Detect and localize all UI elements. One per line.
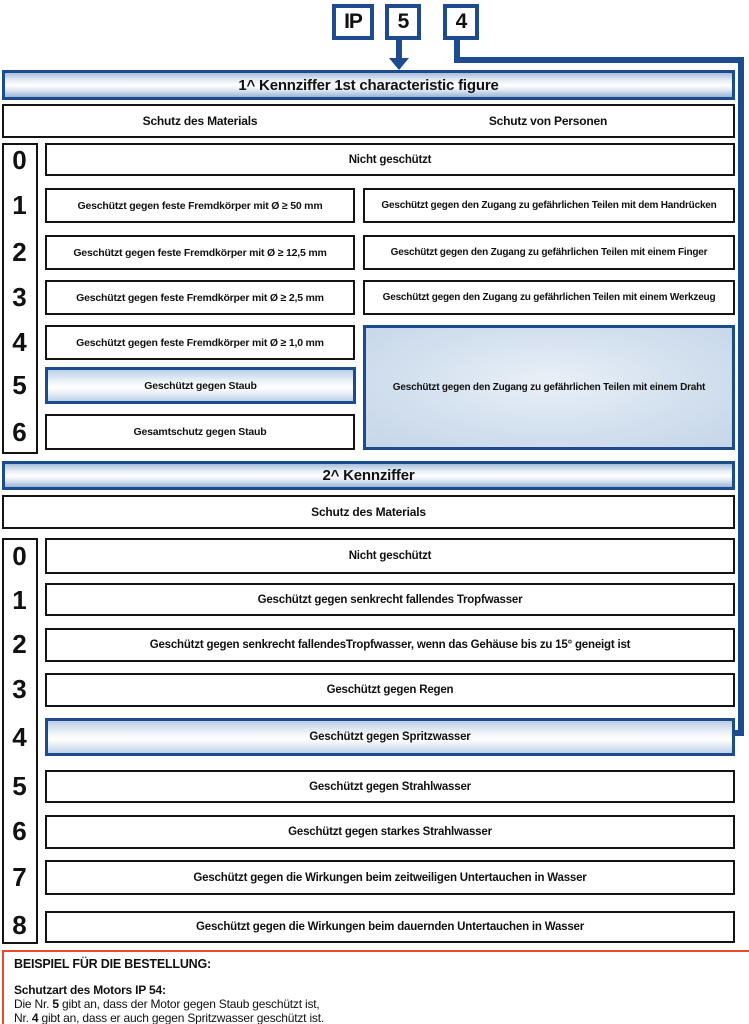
table1-merged-person-text: Geschützt gegen den Zugang zu gefährlich…	[392, 382, 706, 393]
ip-second-digit-label: 4	[455, 10, 468, 33]
table2-row4-cell-highlighted: Geschützt gegen Spritzwasser	[45, 718, 735, 756]
table2-row3-cell: Geschützt gegen Regen	[45, 673, 735, 707]
table2-row6-text: Geschützt gegen starkes Strahlwasser	[288, 826, 492, 838]
table2-digit-2: 2	[12, 629, 26, 659]
table2-row2-cell: Geschützt gegen senkrecht fallendesTropf…	[45, 628, 735, 662]
table2-title: 2^ Kennziffer	[322, 467, 415, 484]
table2-digit-8: 8	[12, 910, 26, 940]
table1-digit-6: 6	[12, 417, 26, 447]
table2-row7-cell: Geschützt gegen die Wirkungen beim zeitw…	[45, 860, 735, 895]
example-subheading: Schutzart des Motors IP 54:	[14, 983, 166, 997]
table1-header: 1^ Kennziffer 1st characteristic figure	[2, 70, 735, 100]
connector-digit4-stem	[454, 40, 460, 63]
table1-title: 1^ Kennziffer 1st characteristic figure	[238, 76, 499, 94]
connector-digit4-horizontal	[454, 57, 744, 63]
table1-digit-5: 5	[12, 370, 26, 400]
ordering-example-box: BEISPIEL FÜR DIE BESTELLUNG: Schutzart d…	[2, 950, 749, 1024]
table2-row8-cell: Geschützt gegen die Wirkungen beim dauer…	[45, 911, 735, 943]
table1-row2-person-cell: Geschützt gegen den Zugang zu gefährlich…	[363, 235, 735, 270]
table2-row1-text: Geschützt gegen senkrecht fallendes Trop…	[257, 593, 523, 606]
table1-digit-1: 1	[12, 190, 26, 220]
table1-row3-material-cell: Geschützt gegen feste Fremdkörper mit Ø …	[45, 280, 355, 315]
table2-digit-1: 1	[12, 585, 26, 615]
table1-row5-material-cell-highlighted: Geschützt gegen Staub	[45, 367, 356, 404]
ip-prefix-label: IP	[344, 10, 363, 33]
example-line2: Nr. 4 gibt an, dass er auch gegen Spritz…	[14, 1011, 324, 1024]
table1-row4-material-text: Geschützt gegen feste Fremdkörper mit Ø …	[76, 336, 324, 349]
table1-row2-person-text: Geschützt gegen den Zugang zu gefährlich…	[390, 247, 708, 258]
table1-row1-material-text: Geschützt gegen feste Fremdkörper mit Ø …	[77, 199, 323, 212]
table1-row2-material-cell: Geschützt gegen feste Fremdkörper mit Ø …	[45, 235, 355, 270]
table2-row8-text: Geschützt gegen die Wirkungen beim dauer…	[196, 921, 584, 933]
table1-row5-material-text: Geschützt gegen Staub	[144, 379, 257, 392]
table2-column-header: Schutz des Materials	[2, 495, 735, 529]
table2-row0-text: Nicht geschützt	[348, 550, 432, 562]
example-line1: Die Nr. 5 gibt an, dass der Motor gegen …	[14, 997, 320, 1011]
table2-row5-text: Geschützt gegen Strahlwasser	[309, 780, 471, 793]
table2-digit-0: 0	[12, 541, 26, 571]
table2-row7-text: Geschützt gegen die Wirkungen beim zeitw…	[193, 871, 587, 884]
table1-col-left-label: Schutz des Materials	[142, 114, 258, 128]
table1-row0-cell: Nicht geschützt	[45, 143, 735, 176]
table2-digit-5: 5	[12, 771, 26, 801]
table1-digit-column	[2, 143, 38, 454]
table1-row2-material-text: Geschützt gegen feste Fremdkörper mit Ø …	[73, 246, 327, 259]
connector-digit4-vertical	[738, 57, 744, 736]
ip-second-digit-box: 4	[443, 4, 479, 40]
connector-digit5-stem	[396, 40, 402, 60]
table1-col-right-label: Schutz von Personen	[488, 114, 608, 128]
table2-row2-text: Geschützt gegen senkrecht fallendesTropf…	[149, 639, 631, 651]
table1-digit-2: 2	[12, 237, 26, 267]
table1-column-header	[2, 104, 735, 138]
table2-digit-3: 3	[12, 674, 26, 704]
table2-header: 2^ Kennziffer	[2, 461, 735, 490]
table2-digit-column	[2, 538, 38, 944]
table1-digit-4: 4	[12, 327, 26, 357]
table1-row0-text: Nicht geschützt	[348, 153, 432, 166]
table1-row1-person-cell: Geschützt gegen den Zugang zu gefährlich…	[363, 188, 735, 223]
table1-digit-0: 0	[12, 145, 26, 175]
table2-digit-6: 6	[12, 816, 26, 846]
table2-row3-text: Geschützt gegen Regen	[326, 684, 454, 696]
table1-row6-material-text: Gesamtschutz gegen Staub	[133, 426, 267, 438]
table1-row3-material-text: Geschützt gegen feste Fremdkörper mit Ø …	[76, 291, 324, 304]
table2-row4-text: Geschützt gegen Spritzwasser	[309, 731, 471, 743]
table1-row1-person-text: Geschützt gegen den Zugang zu gefährlich…	[381, 200, 717, 211]
table1-row6-material-cell: Gesamtschutz gegen Staub	[45, 414, 355, 450]
table1-row3-person-cell: Geschützt gegen den Zugang zu gefährlich…	[363, 280, 735, 315]
table2-row1-cell: Geschützt gegen senkrecht fallendes Trop…	[45, 583, 735, 616]
table2-digit-4: 4	[12, 722, 26, 752]
arrow-down-icon	[389, 58, 409, 70]
example-heading: BEISPIEL FÜR DIE BESTELLUNG:	[14, 957, 211, 971]
table2-row6-cell: Geschützt gegen starkes Strahlwasser	[45, 815, 735, 849]
table1-merged-person-cell: Geschützt gegen den Zugang zu gefährlich…	[363, 325, 735, 450]
table1-row1-material-cell: Geschützt gegen feste Fremdkörper mit Ø …	[45, 188, 355, 223]
ip-prefix-box: IP	[332, 4, 374, 40]
table1-row4-material-cell: Geschützt gegen feste Fremdkörper mit Ø …	[45, 325, 355, 360]
ip-first-digit-label: 5	[397, 10, 410, 33]
table2-row5-cell: Geschützt gegen Strahlwasser	[45, 770, 735, 803]
ip-first-digit-box: 5	[385, 4, 421, 40]
table1-digit-3: 3	[12, 282, 26, 312]
table2-row0-cell: Nicht geschützt	[45, 538, 735, 574]
table2-digit-7: 7	[12, 862, 26, 892]
table2-col-label: Schutz des Materials	[311, 505, 426, 519]
table1-row3-person-text: Geschützt gegen den Zugang zu gefährlich…	[382, 292, 716, 303]
